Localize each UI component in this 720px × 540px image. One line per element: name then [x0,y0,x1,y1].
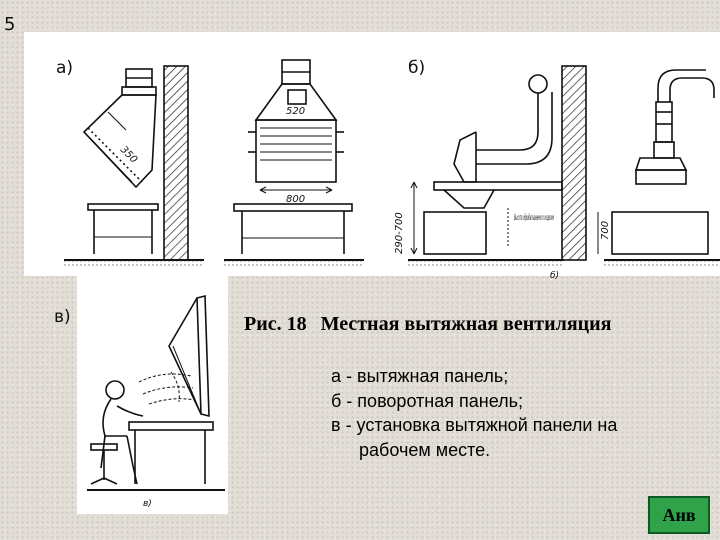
corner-label-v: в) [143,499,152,509]
drawing-a-exhaust-panel [64,65,204,266]
caption-figure-number: Рис. 18 [244,313,307,335]
legend-item: в - установка вытяжной панели на [331,415,618,435]
figure-label-b: б) [408,58,426,78]
legend-item: б - поворотная панель; [331,390,523,411]
figure-caption: Рис. 18 Местная вытяжная вентиляция [244,313,612,336]
nav-button[interactable]: Анв [648,496,710,534]
corner-label-b: б) [550,271,559,281]
caption-title: Местная вытяжная вентиляция [320,313,612,335]
dimension-b-width: 800 [286,194,305,205]
slide-number: 5 [4,14,16,35]
dimension-b-top: 520 [286,106,305,117]
legend-item-continuation: рабочем месте. [359,439,491,460]
dimension-b2-note: Высота обрабатываемого изделия [514,213,554,222]
ventilation-drawings-svg: 350 520 800 [64,59,720,281]
figure-label-v: в) [54,307,71,327]
dimension-a-diag: 350 [118,144,139,165]
workplace-drawing-svg: в) [87,294,225,509]
drawing-b-telescopic [597,69,720,266]
dimension-b2-height: 290-700 [394,212,405,254]
drawing-b-rotary-panel [224,59,364,266]
figure-label-a: а) [56,58,74,78]
figure-panel-top: а) б) 350 [24,32,720,281]
dimension-b3-height: 700 [600,221,611,240]
drawing-b-rotary-side [408,65,587,266]
legend-item: а - вытяжная панель; [331,366,509,386]
figure-panel-bottom: в) [77,276,228,514]
figure-legend: а - вытяжная панель; б - поворотная пане… [331,364,617,462]
